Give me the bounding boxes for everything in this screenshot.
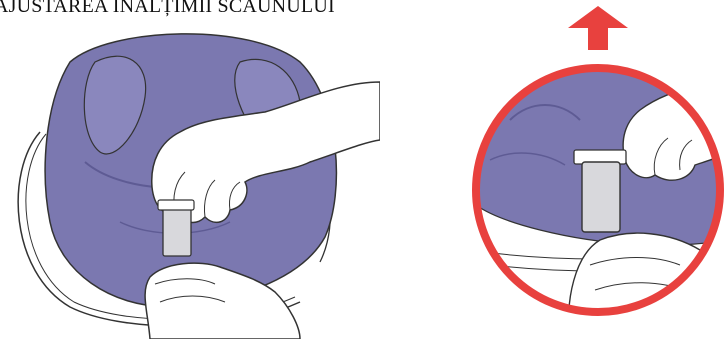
zoomed-adjustment-tab (582, 162, 620, 232)
adjustment-tab (163, 204, 191, 256)
instruction-title: AJUSTAREA ÎNĂLȚIMII SCAUNULUI (0, 0, 335, 18)
seat-adjustment-illustration (0, 22, 380, 339)
magnified-detail-illustration (470, 0, 728, 339)
up-arrow-icon (568, 6, 628, 50)
